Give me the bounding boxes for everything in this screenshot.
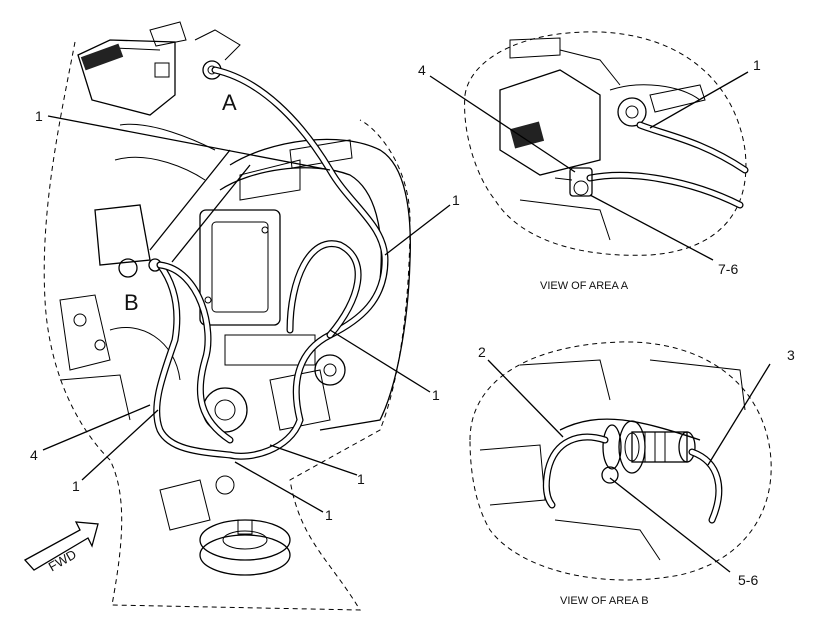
view-a-caption: VIEW OF AREA A <box>540 280 629 292</box>
flywheel-housing <box>199 138 411 431</box>
main-engine-view: A B 1 1 1 1 1 1 4 FWD <box>23 21 460 611</box>
intake-pipe <box>114 123 251 263</box>
view-b-callout-2: 2 <box>478 344 486 360</box>
forward-arrow-icon: FWD <box>23 521 99 575</box>
main-callout-1: 1 <box>325 507 333 523</box>
view-b-caption: VIEW OF AREA B <box>560 595 649 607</box>
engine-top-block <box>77 21 241 116</box>
lower-mechanism <box>202 334 346 433</box>
main-callout-4: 4 <box>30 447 38 463</box>
engine-left-block <box>59 204 181 421</box>
main-leader-lines <box>42 115 451 513</box>
hose-routing <box>153 66 389 460</box>
view-b-boundary <box>469 341 772 581</box>
crank-pulley <box>159 475 291 576</box>
view-a-boundary <box>464 31 747 256</box>
view-b-callout-5-6: 5-6 <box>738 572 758 588</box>
view-area-a: 4 1 7-6 VIEW OF AREA A <box>418 31 761 292</box>
main-callout-1: 1 <box>35 108 43 124</box>
area-a-label: A <box>222 90 237 115</box>
view-a-callout-4: 4 <box>418 62 426 78</box>
view-a-callout-7-6: 7-6 <box>718 261 738 277</box>
main-view-boundary <box>43 41 411 611</box>
view-a-callout-1: 1 <box>753 57 761 73</box>
main-callout-1: 1 <box>357 471 365 487</box>
view-area-b: 2 3 5-6 VIEW OF AREA B <box>469 341 795 607</box>
svg-text:FWD: FWD <box>46 547 79 575</box>
view-b-callout-3: 3 <box>787 347 795 363</box>
main-callout-1: 1 <box>452 192 460 208</box>
area-b-label: B <box>124 290 139 315</box>
main-callout-1: 1 <box>432 387 440 403</box>
main-callout-1: 1 <box>72 478 80 494</box>
